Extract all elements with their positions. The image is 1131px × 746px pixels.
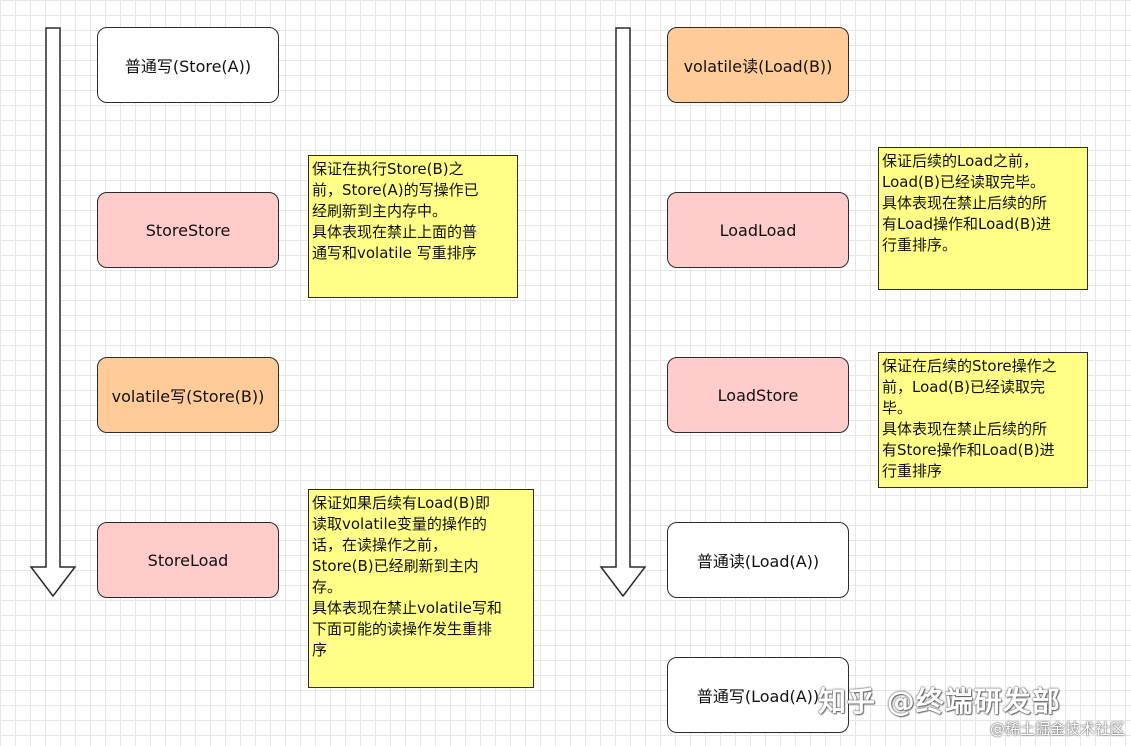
left-flow-arrow — [29, 27, 77, 598]
volatile-read-load-b-box: volatile读(Load(B)) — [667, 27, 849, 103]
storestore-barrier-box: StoreStore — [97, 192, 279, 268]
storestore-explanation-note: 保证在执行Store(B)之 前，Store(A)的写操作已 经刷新到主内存中。… — [308, 155, 518, 298]
normal-write-store-a-box: 普通写(Store(A)) — [97, 27, 279, 103]
loadstore-explanation-note: 保证在后续的Store操作之 前，Load(B)已经读取完 毕。 具体表现在禁止… — [878, 352, 1088, 488]
storeload-explanation-note: 保证如果后续有Load(B)即 读取volatile变量的操作的 话，在读操作之… — [308, 489, 534, 688]
volatile-write-store-b-box: volatile写(Store(B)) — [97, 357, 279, 433]
normal-write-load-a-box: 普通写(Load(A)) — [667, 657, 849, 733]
storeload-barrier-box: StoreLoad — [97, 522, 279, 598]
juejin-watermark: @稀土掘金技术社区 — [989, 720, 1125, 738]
right-flow-arrow — [599, 27, 647, 598]
loadload-explanation-note: 保证后续的Load之前， Load(B)已经读取完毕。 具体表现在禁止后续的所 … — [878, 147, 1088, 290]
zhihu-watermark: 知乎 @终端研发部 — [818, 685, 1061, 718]
loadload-barrier-box: LoadLoad — [667, 192, 849, 268]
normal-read-load-a-box: 普通读(Load(A)) — [667, 522, 849, 598]
loadstore-barrier-box: LoadStore — [667, 357, 849, 433]
